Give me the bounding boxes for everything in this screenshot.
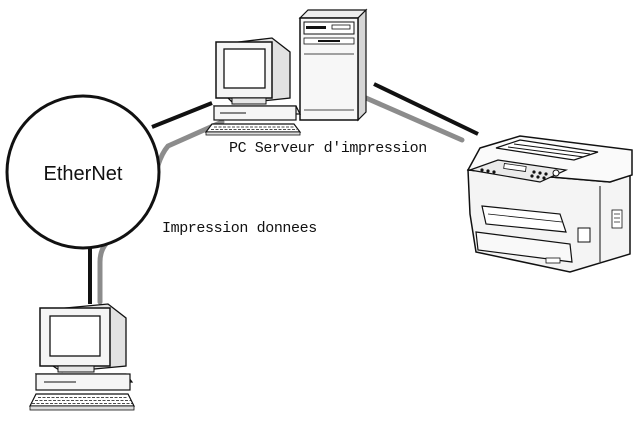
link-ethernet-server <box>151 101 213 129</box>
ethernet-label: EtherNet <box>44 163 123 185</box>
link-server-printer <box>373 82 479 136</box>
server-base <box>213 105 301 121</box>
client-keyboard <box>29 393 135 411</box>
printer-icon <box>466 135 633 273</box>
ethernet-circle <box>5 94 161 250</box>
server-label: PC Serveur d'impression <box>229 140 427 157</box>
flow-path-server-printer <box>363 95 465 143</box>
print-data-label: Impression donnees <box>162 220 317 237</box>
client-monitor <box>39 303 127 373</box>
printer-control-panel <box>467 159 569 183</box>
printer-keypad <box>480 168 548 180</box>
ethernet-node: EtherNet <box>5 94 161 250</box>
printer-paper-cassette <box>475 231 573 263</box>
printer-output-tray <box>481 205 567 233</box>
server-pc-icon: PC Serveur d'impression <box>204 8 427 157</box>
client-base <box>34 373 134 391</box>
server-tower <box>298 8 368 122</box>
server-keyboard <box>204 123 302 136</box>
client-pc-icon <box>29 303 135 411</box>
server-monitor <box>215 37 291 105</box>
